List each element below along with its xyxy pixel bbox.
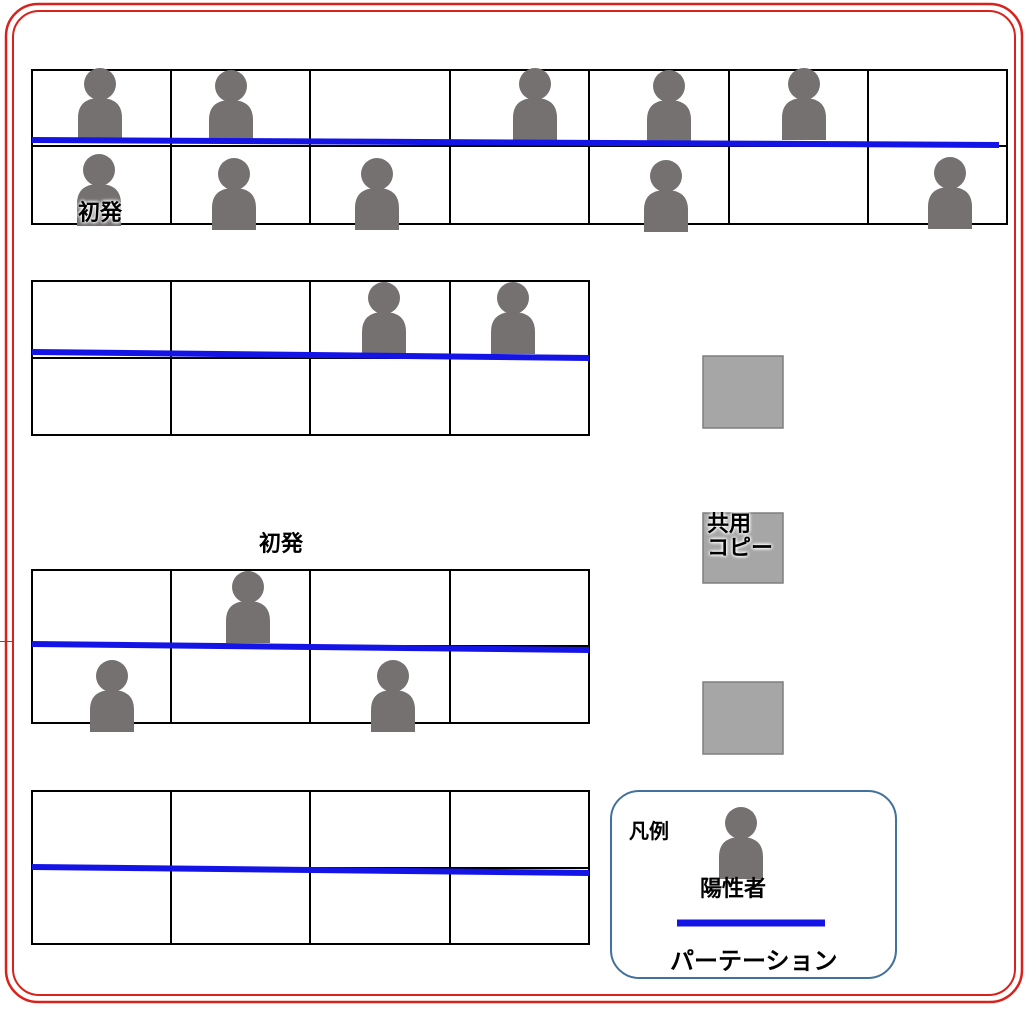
partition-line	[31, 641, 590, 653]
edge-tick	[0, 641, 12, 642]
first-case-label: 初発	[78, 201, 123, 226]
desk-group-4	[31, 790, 590, 945]
partition-line	[31, 137, 1000, 148]
legend-title: 凡例	[629, 819, 669, 843]
copier-icon	[702, 355, 784, 429]
copier-icon	[702, 681, 784, 755]
partition-line	[31, 349, 590, 361]
legend-person-label: 陽性者	[700, 877, 767, 902]
legend-partition-label: パーテーション	[670, 947, 838, 975]
desk-group-2	[31, 280, 590, 436]
shared-copier-label: 共用 コピー	[707, 512, 774, 561]
desk-group-1	[31, 68, 1008, 232]
shared-copier-icon	[702, 512, 784, 584]
legend-box	[610, 790, 897, 979]
first-case-label: 初発	[259, 532, 304, 557]
inner-border	[12, 10, 1016, 996]
partition-line	[31, 864, 590, 876]
outer-border	[4, 2, 1024, 1004]
desk-group-3	[31, 569, 590, 732]
